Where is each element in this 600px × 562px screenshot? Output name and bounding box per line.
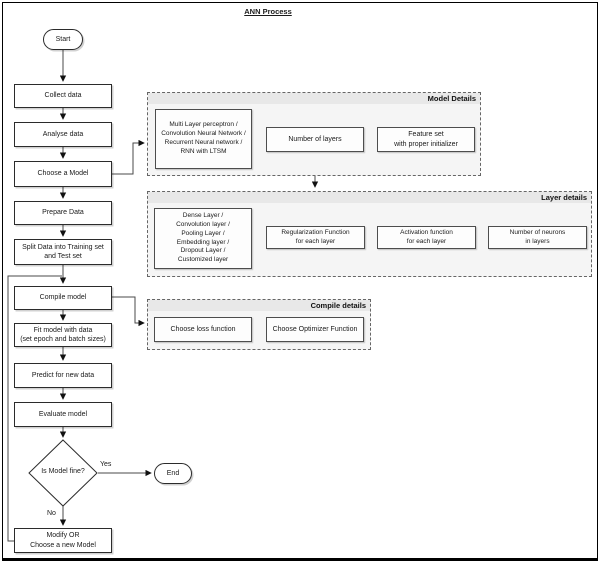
box-activation: Activation function for each layer: [377, 226, 476, 249]
node-choose-model: Choose a Model: [14, 161, 112, 187]
box-optimizer-function-label: Choose Optimizer Function: [272, 325, 358, 333]
decision-label: Is Model fine?: [41, 468, 85, 475]
arrow-choose-modeldetails: [112, 139, 145, 175]
yes-branch-label: Yes: [100, 461, 112, 468]
node-modify-model-label: Modify OR Choose a new Model: [30, 532, 96, 549]
box-neurons: Number of neurons in layers: [488, 226, 587, 249]
box-regularization: Regularization Function for each layer: [266, 226, 365, 249]
node-prepare-data: Prepare Data: [14, 201, 112, 225]
arrow-compile-compiledetails: [112, 296, 145, 327]
node-end: End: [154, 463, 192, 484]
box-loss-function-label: Choose loss function: [170, 325, 236, 333]
node-split-data: Split Data into Training set and Test se…: [14, 239, 112, 265]
node-compile-model-label: Compile model: [39, 294, 87, 302]
node-end-label: End: [166, 469, 180, 477]
node-predict: Predict for new data: [14, 363, 112, 388]
section-compile-details-title: Compile details: [310, 301, 366, 310]
box-number-of-layers-label: Number of layers: [288, 135, 342, 143]
node-predict-label: Predict for new data: [31, 371, 95, 379]
box-regularization-label: Regularization Function for each layer: [281, 228, 350, 245]
no-branch-label: No: [47, 510, 56, 517]
section-compile-details-header: Compile details: [148, 300, 370, 311]
node-collect-data-label: Collect data: [44, 92, 82, 100]
node-start-label: Start: [55, 35, 71, 43]
box-feature-set-label: Feature set with proper initializer: [394, 131, 458, 148]
node-analyse-data-label: Analyse data: [42, 130, 84, 138]
section-model-details-header: Model Details: [148, 93, 480, 104]
node-start: Start: [43, 29, 83, 50]
box-model-types-label: Multi Layer perceptron / Convolution Neu…: [161, 121, 246, 155]
node-fit-model: Fit model with data (set epoch and batch…: [14, 323, 112, 347]
node-split-data-label: Split Data into Training set and Test se…: [22, 243, 104, 260]
section-layer-details-header: Layer details: [148, 192, 591, 203]
box-layer-types-label: Dense Layer / Convolution layer / Poolin…: [176, 212, 230, 264]
node-evaluate-label: Evaluate model: [38, 410, 88, 418]
box-activation-label: Activation function for each layer: [400, 228, 453, 245]
node-choose-model-label: Choose a Model: [37, 170, 89, 178]
box-optimizer-function: Choose Optimizer Function: [266, 317, 364, 342]
node-compile-model: Compile model: [14, 286, 112, 310]
box-layer-types: Dense Layer / Convolution layer / Poolin…: [154, 208, 252, 269]
node-fit-model-label: Fit model with data (set epoch and batch…: [20, 326, 106, 343]
node-evaluate: Evaluate model: [14, 402, 112, 427]
node-modify-model: Modify OR Choose a new Model: [14, 528, 112, 553]
section-layer-details-title: Layer details: [541, 193, 587, 202]
box-model-types: Multi Layer perceptron / Convolution Neu…: [155, 109, 252, 169]
box-neurons-label: Number of neurons in layers: [509, 228, 566, 245]
section-model-details-title: Model Details: [427, 94, 476, 103]
node-prepare-data-label: Prepare Data: [42, 209, 84, 217]
page-title: ANN Process: [244, 7, 292, 16]
node-collect-data: Collect data: [14, 84, 112, 108]
node-analyse-data: Analyse data: [14, 122, 112, 147]
box-feature-set: Feature set with proper initializer: [377, 127, 475, 152]
box-loss-function: Choose loss function: [154, 317, 252, 342]
box-number-of-layers: Number of layers: [266, 127, 364, 152]
